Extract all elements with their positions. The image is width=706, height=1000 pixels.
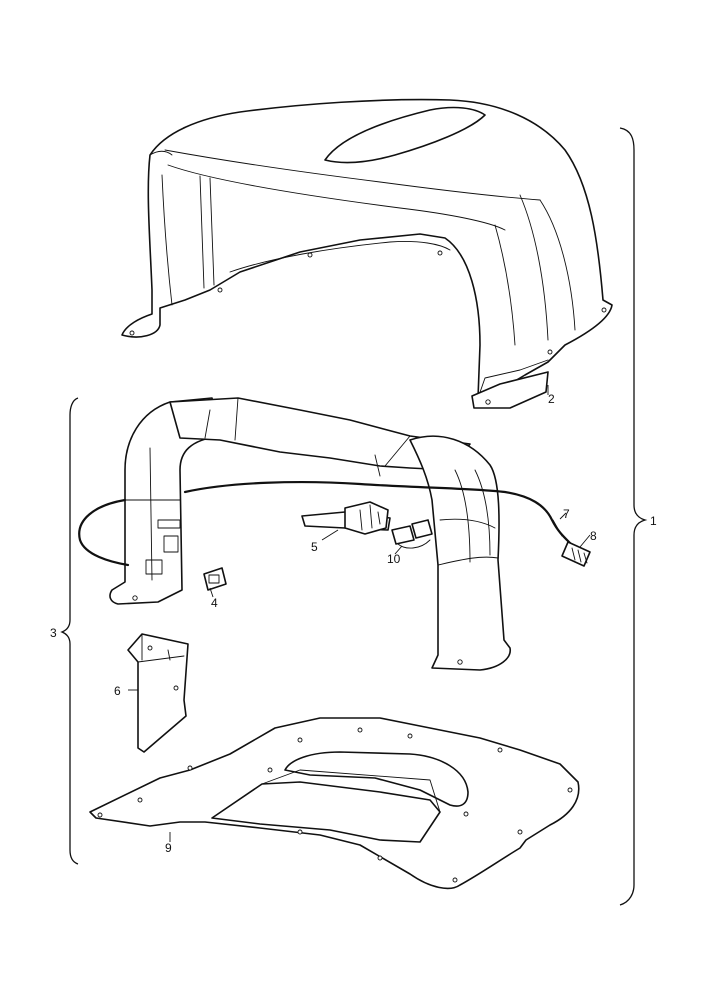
callout-1: 1 [650, 514, 657, 528]
part-body-cover [121, 98, 613, 409]
wire-harness [78, 480, 574, 567]
callout-7: 7 [563, 507, 570, 521]
group-bracket-3 [60, 397, 79, 865]
part-connector [561, 541, 591, 567]
callout-10: 10 [387, 552, 401, 566]
part-lever-switch [301, 501, 391, 535]
callout-2: 2 [548, 392, 555, 406]
part-chassis-frame [109, 397, 511, 671]
part-bracket-small [203, 567, 227, 591]
callout-4: 4 [211, 596, 218, 610]
callout-8: 8 [590, 529, 597, 543]
callout-6: 6 [114, 684, 121, 698]
callout-9: 9 [165, 841, 172, 855]
callout-leaders [128, 385, 591, 842]
group-bracket-1 [619, 127, 648, 906]
part-cover-plate [127, 633, 189, 753]
part-clips [391, 519, 433, 549]
callout-5: 5 [311, 540, 318, 554]
callout-3: 3 [50, 626, 57, 640]
part-base-plate [89, 717, 580, 890]
